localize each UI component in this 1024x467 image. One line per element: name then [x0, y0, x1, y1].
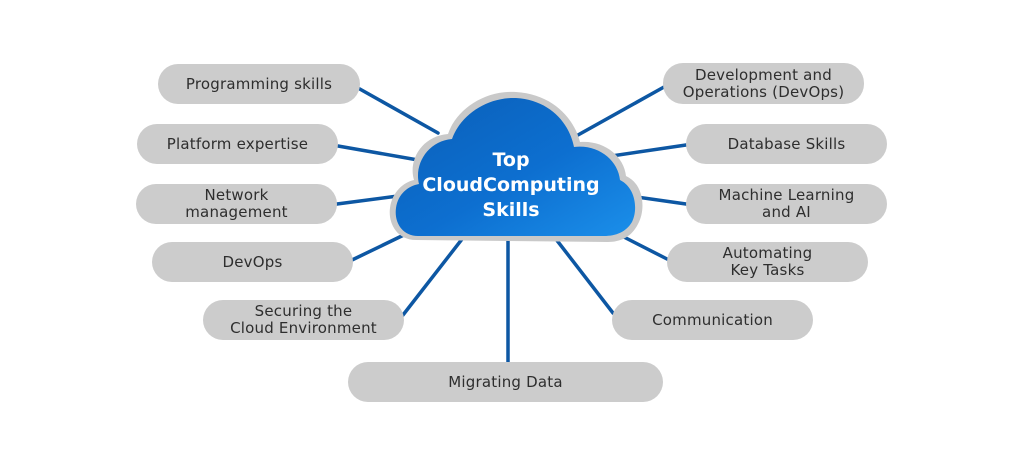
connector-communication	[550, 232, 615, 315]
node-machine-learning-ai: Machine Learning and AI	[686, 184, 887, 224]
center-title: Top CloudComputing Skills	[422, 149, 600, 221]
connector-network-management	[335, 194, 400, 206]
node-migrating-data: Migrating Data	[348, 362, 663, 402]
node-automating-key-tasks: Automating Key Tasks	[667, 242, 868, 282]
node-devops: DevOps	[152, 242, 353, 282]
connector-dev-ops	[576, 85, 666, 137]
node-communication: Communication	[612, 300, 813, 340]
node-platform-expertise: Platform expertise	[137, 124, 338, 164]
cloud-shape	[395, 97, 636, 236]
node-securing-cloud-environment: Securing the Cloud Environment	[203, 300, 404, 340]
node-network-management: Network management	[136, 184, 337, 224]
node-development-and-operations: Development and Operations (DevOps)	[663, 63, 864, 104]
connector-platform-expertise	[336, 144, 420, 162]
connector-automating	[616, 232, 669, 261]
connector-securing-cloud	[401, 232, 468, 317]
node-database-skills: Database Skills	[686, 124, 887, 164]
connector-programming-skills	[356, 86, 440, 135]
connector-devops	[350, 230, 412, 262]
node-programming-skills: Programming skills	[158, 64, 360, 104]
